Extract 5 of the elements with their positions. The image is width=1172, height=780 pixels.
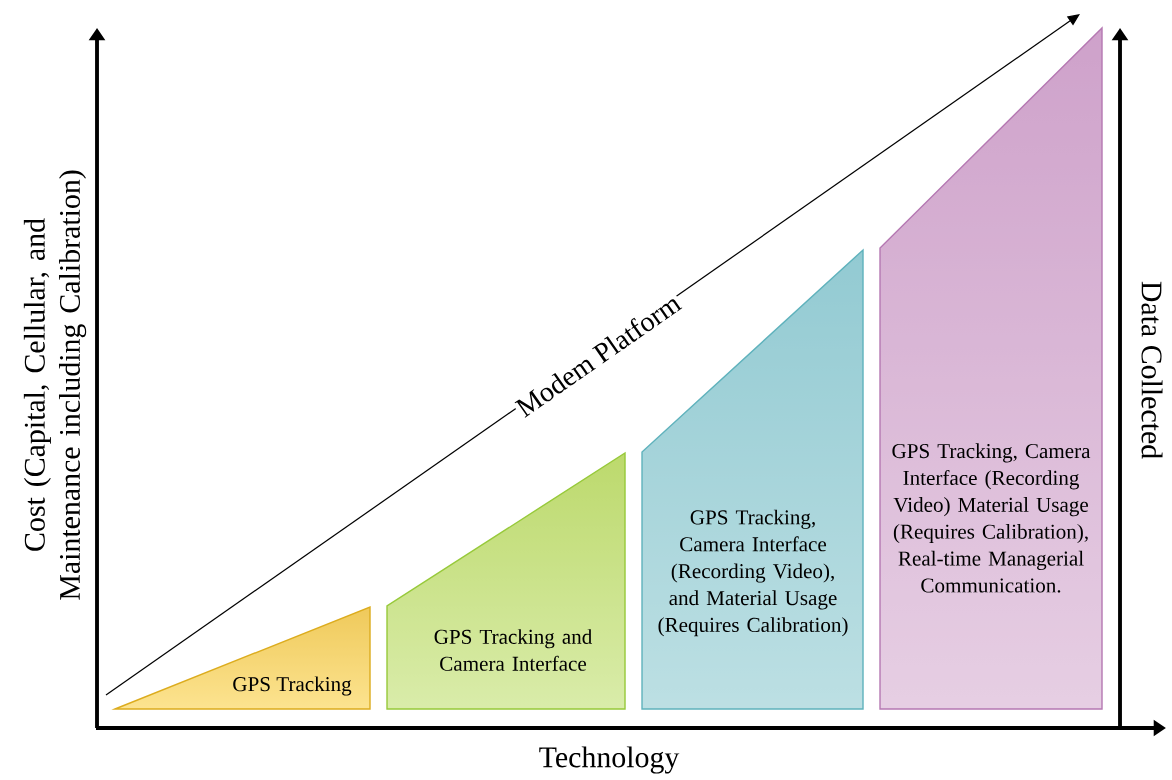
trapezoid-block: GPS Tracking and Camera Interface [386,451,626,710]
axis-label: Cost (Capital, Cellular, and Maintenance including Calibration) [23,170,87,600]
axis-label: Data Collected [1141,281,1163,459]
axis-label: Technology [539,746,680,774]
trapezoid-block: GPS Tracking, Camera Interface (Recording Video) Material Usage (Requires Calibration), Real-time Managerial Communication. [879,26,1103,710]
